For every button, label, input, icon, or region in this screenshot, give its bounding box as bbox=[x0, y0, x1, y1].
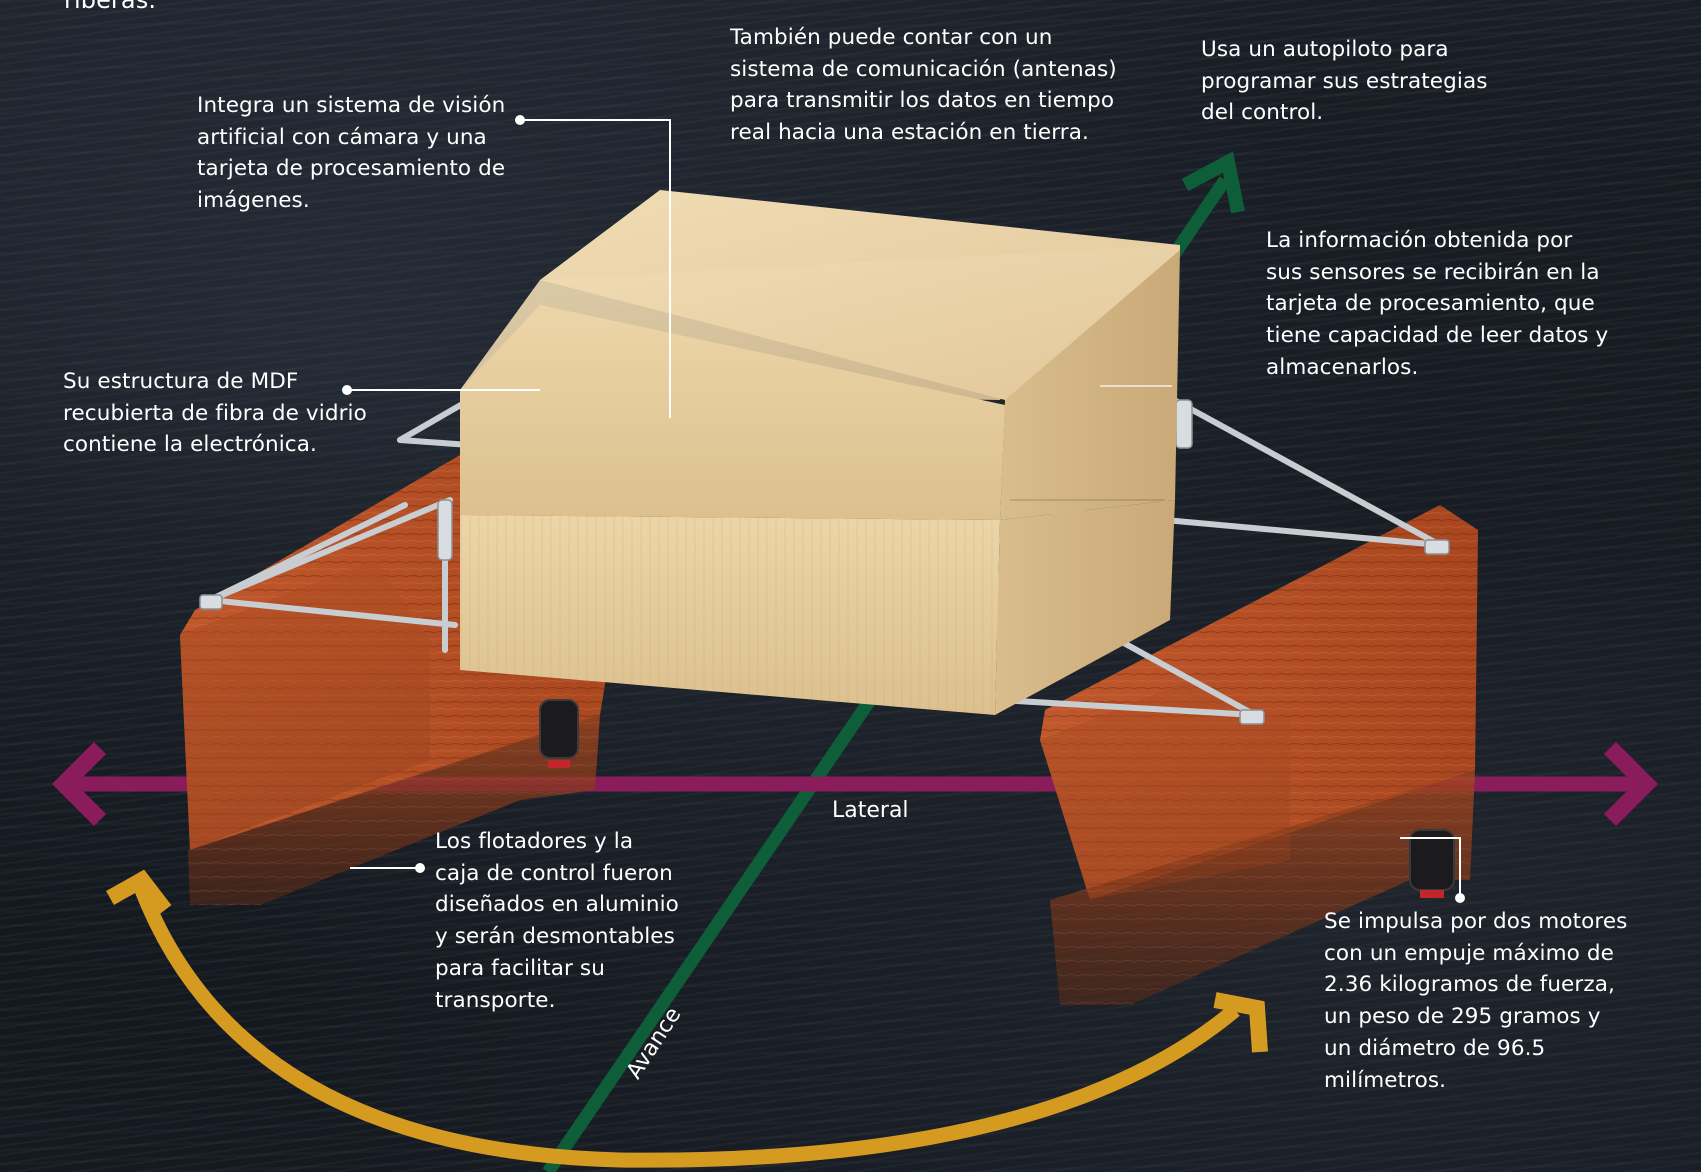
control-box bbox=[460, 190, 1180, 715]
left-motor bbox=[539, 699, 579, 768]
callout-sensors: La información obtenida por sus sensores… bbox=[1266, 228, 1609, 380]
callout-communication: También puede contar con un sistema de c… bbox=[730, 25, 1117, 146]
lateral-axis-label: Lateral bbox=[832, 798, 909, 823]
leader-lines bbox=[347, 119, 1461, 898]
right-float bbox=[1040, 505, 1478, 1005]
rotation-arrow bbox=[106, 869, 1268, 1168]
leader-dots bbox=[342, 115, 1465, 903]
right-motor bbox=[1409, 829, 1455, 898]
callout-autopilot: Usa un autopiloto para programar sus est… bbox=[1201, 37, 1488, 126]
callout-motors: Se impulsa por dos motores con un empuje… bbox=[1324, 909, 1628, 1093]
callout-vision-system: Integra un sistema de visión artificial … bbox=[197, 93, 506, 214]
callout-floats: Los flotadores y la caja de control fuer… bbox=[435, 829, 679, 1013]
header-fragment: riberas. bbox=[64, 0, 157, 14]
callout-structure: Su estructura de MDF recubierta de fibra… bbox=[63, 369, 367, 458]
